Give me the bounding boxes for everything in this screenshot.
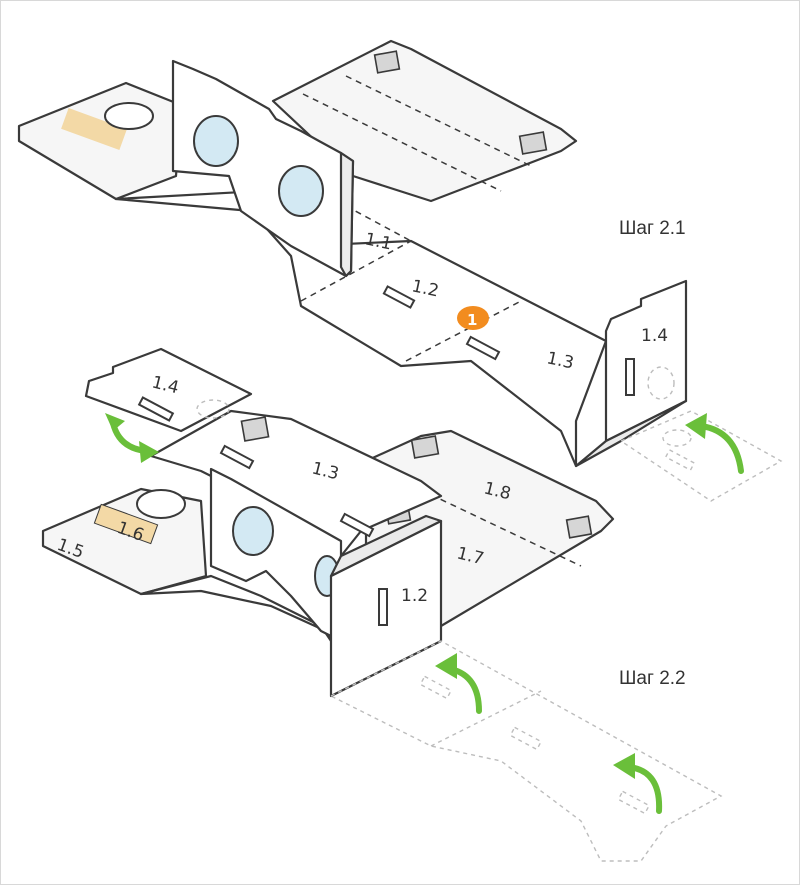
- bottom-label-1-2: 1.2: [401, 586, 428, 606]
- bottom-ghost-slot: [617, 790, 651, 815]
- bottom-tape-1-6: [93, 503, 159, 545]
- top-square-marker: [518, 131, 548, 155]
- top-ghost-flap: [619, 410, 783, 502]
- top-standing-panel-1-4: [604, 279, 688, 443]
- top-lens-right: [278, 165, 324, 217]
- top-lens-left: [193, 115, 239, 167]
- top-lens-panel-side: [339, 151, 355, 278]
- top-assembly: 1.1 1.2 1.3 1 1.4: [17, 39, 783, 502]
- top-fold-line: [345, 205, 412, 242]
- bottom-fold-arrow-2-head: [613, 753, 635, 779]
- top-standing-panel-base: [574, 399, 688, 468]
- bottom-left-arrow-tail: [105, 413, 125, 431]
- bottom-square-marker: [240, 416, 270, 442]
- bottom-nose-hole: [136, 489, 186, 519]
- bottom-ghost-slot: [419, 675, 453, 700]
- bottom-left-arrow-head: [139, 441, 159, 463]
- top-fold-line: [345, 75, 532, 167]
- top-nose-hole: [104, 102, 154, 130]
- bottom-assembly: 1.8 1.7 1.3 1.4 1.6 1.5 1.2: [41, 347, 723, 862]
- bottom-ghost-strip: [329, 640, 723, 862]
- bottom-fold-arrow-1-head: [435, 653, 457, 679]
- bottom-ghost-hole: [196, 399, 230, 419]
- bottom-ghost-slot: [509, 726, 543, 751]
- bottom-flap-1-4: [84, 347, 253, 433]
- top-fold-line: [300, 240, 412, 302]
- step-2-2-label: Шаг 2.2: [619, 668, 686, 689]
- bottom-square-marker: [410, 435, 440, 459]
- top-slot: [465, 335, 501, 361]
- top-label-1-4: 1.4: [641, 326, 668, 346]
- top-fold-arrow: [698, 423, 744, 474]
- bottom-vertical-slot: [378, 588, 388, 626]
- top-ghost-slot: [664, 448, 696, 472]
- top-ghost-hole: [647, 366, 675, 400]
- bottom-slot: [339, 512, 375, 538]
- bottom-lens-left: [232, 506, 274, 556]
- step-badge-number: 1: [467, 311, 477, 329]
- bottom-ghost-fold: [430, 690, 542, 747]
- top-ghost-hole-2: [662, 429, 692, 447]
- top-slot: [382, 285, 416, 309]
- top-square-marker: [373, 50, 401, 74]
- bottom-square-marker: [565, 515, 593, 539]
- top-fold-arrow-head: [685, 413, 707, 439]
- step-badge: [457, 306, 489, 330]
- bottom-front-panel-top: [329, 514, 443, 578]
- bottom-slot: [219, 444, 255, 470]
- top-fold-line: [302, 93, 502, 192]
- top-vertical-slot: [625, 358, 635, 396]
- top-tape-strip: [61, 108, 127, 150]
- step-2-1-label: Шаг 2.1: [619, 218, 686, 239]
- bottom-slot: [137, 396, 175, 422]
